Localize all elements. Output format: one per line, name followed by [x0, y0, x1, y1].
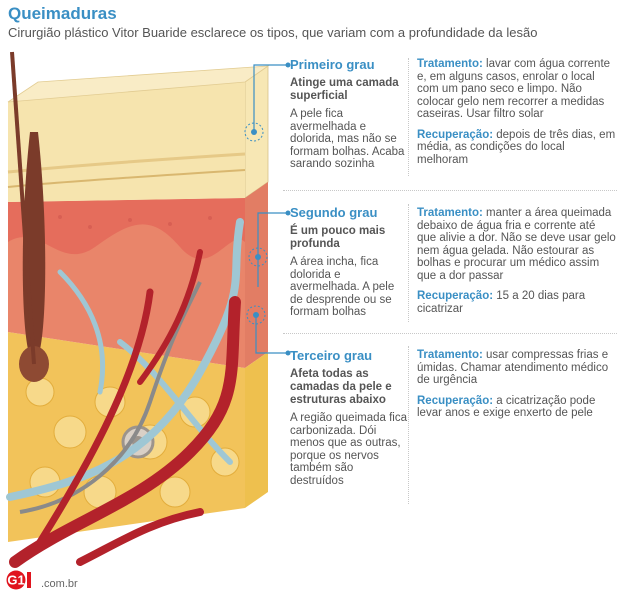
recovery-text: 15 a 20 dias para cicatrizar — [417, 290, 586, 315]
column-divider-2 — [408, 204, 409, 322]
treatment-label: Tratamento: — [417, 207, 483, 219]
grade-second-info: Tratamento: manter a área queimada debai… — [417, 207, 617, 323]
grade-first-lead: Atinge uma camada superficial — [290, 77, 399, 102]
treatment-text: lavar com água corrente e, em alguns cas… — [417, 58, 611, 120]
grade-first-title: Primeiro grau — [290, 57, 375, 72]
grade-second-description: A área incha, fica dolorida e avermelhad… — [290, 256, 395, 318]
site-domain: .com.br — [41, 578, 78, 590]
skin-cross-section-illustration — [6, 51, 291, 568]
grade-second-lead: É um pouco mais profunda — [290, 225, 386, 250]
recovery-text: a cicatrização pode levar anos e exige e… — [417, 394, 596, 420]
grade-first: Primeiro grau Atinge uma camada superfic… — [290, 57, 410, 171]
recovery-text: depois de três dias, em média, as condiç… — [417, 128, 616, 166]
page-title: Queimaduras — [8, 4, 117, 23]
recovery-label: Recuperação: — [417, 394, 494, 407]
treatment-text: manter a área queimada debaixo de água f… — [417, 207, 616, 282]
grade-second: Segundo grau É um pouco mais profunda A … — [290, 205, 410, 319]
grade-third-title: Terceiro grau — [290, 348, 373, 363]
grade-first-description: A pele fica avermelhada e dolorida, mas … — [290, 108, 405, 170]
g1-logo-text: G1 — [7, 573, 24, 588]
row-divider-1 — [283, 190, 617, 191]
grade-third: Terceiro grau Afeta todas as camadas da … — [290, 348, 410, 487]
grade-third-info: Tratamento: usar compressas frias e úmid… — [417, 349, 617, 428]
column-divider-3 — [408, 346, 409, 504]
treatment-label: Tratamento: — [417, 349, 483, 361]
g1-logo-icon: G1 — [6, 570, 31, 590]
recovery-label: Recuperação: — [417, 128, 494, 141]
column-divider-1 — [408, 58, 409, 176]
row-divider-2 — [283, 333, 617, 334]
page-subtitle: Cirurgião plástico Vitor Buaride esclare… — [8, 25, 538, 40]
grade-first-info: Tratamento: lavar com água corrente e, e… — [417, 58, 617, 174]
grade-third-lead: Afeta todas as camadas da pele e estrutu… — [290, 368, 392, 406]
grade-second-title: Segundo grau — [290, 205, 378, 220]
grade-third-description: A região queimada fica carbonizada. Dói … — [290, 412, 407, 487]
treatment-label: Tratamento: — [417, 58, 483, 70]
recovery-label: Recuperação: — [417, 290, 494, 302]
treatment-text: usar compressas frias e úmidas. Chamar a… — [417, 349, 609, 386]
